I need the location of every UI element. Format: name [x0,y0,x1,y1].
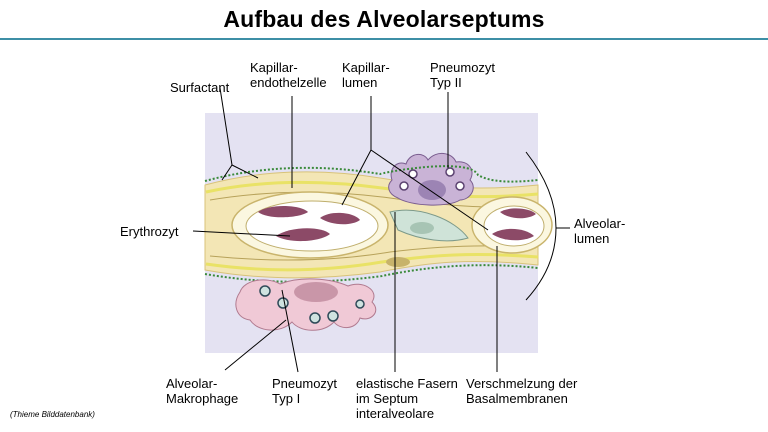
leader-lines [192,87,570,373]
phagosome [355,299,365,309]
label-line: Pneumozyt [272,376,338,391]
label-line: Pneumozyt [430,60,496,75]
leader-erythrozyt [192,230,291,237]
label-erythrozyt: Erythrozyt [120,224,179,239]
surfactant-layer-top [204,165,539,183]
leader-surfactant [219,87,259,181]
label-line: Kapillar- [342,60,390,75]
phagosome [309,312,321,324]
lamellar-body [399,181,409,191]
lamellar-body [408,169,418,179]
label-line: Kapillar- [250,60,298,75]
label-line: lumen [342,75,378,90]
title-rule [0,38,768,40]
erythrocyte [276,228,330,242]
leader-makrophage [224,319,287,371]
leader-lumen [341,96,489,231]
label-line: Alveolar- [574,216,626,231]
label-basalmembranen: Verschmelzung der Basalmembranen [466,376,577,406]
label-alveolarlumen: Alveolar- lumen [574,216,625,246]
label-line: Makrophage [166,391,239,406]
label-line: Alveolar- [166,376,218,391]
label-line: Verschmelzung der [466,376,578,391]
label-line: Typ II [430,75,462,90]
alveolar-macrophage [235,278,377,331]
phagosome [327,310,339,322]
label-pneumozyt-typ-1: Pneumozyt Typ I [272,376,337,406]
label-elastische-fasern: elastische Fasern im Septum interalveola… [356,376,458,421]
label-pneumozyt-typ-2: Pneumozyt Typ II [430,60,495,90]
slide-title: Aufbau des Alveolarseptums [223,6,545,32]
erythrocyte [500,208,536,219]
phagosome [259,285,271,297]
erythrocyte [320,212,360,225]
phagosome [277,297,289,309]
label-line: Basalmembranen [466,391,568,406]
septum-membrane [205,180,539,199]
label-line: im Septum [356,391,419,406]
label-surfactant: Surfactant [170,80,230,95]
septum-membrane-lower [205,253,539,272]
label-line: lumen [574,231,610,246]
pneumozyt-2-nucleus [418,180,446,200]
erythrocyte [492,228,534,241]
image-credit: (Thieme Bilddatenbank) [10,410,95,419]
label-alveolar-makrophage: Alveolar- Makrophage [166,376,238,406]
endothel-nucleus [386,257,410,267]
label-line: elastische Fasern [356,376,458,391]
lamellar-body [445,167,455,177]
leader-pneumozyt-1 [281,289,299,373]
lamellar-body [455,181,465,191]
label-line: endothelzelle [250,75,327,90]
label-kapillar-endothelzelle: Kapillar- endothelzelle [250,60,327,90]
label-line: interalveolare [356,406,435,421]
erythrocyte [258,206,308,218]
label-kapillar-lumen: Kapillar- lumen [342,60,390,90]
pneumozyt-1-nucleus [294,282,338,302]
label-line: Typ I [272,391,301,406]
interstitial-nucleus [410,222,434,234]
